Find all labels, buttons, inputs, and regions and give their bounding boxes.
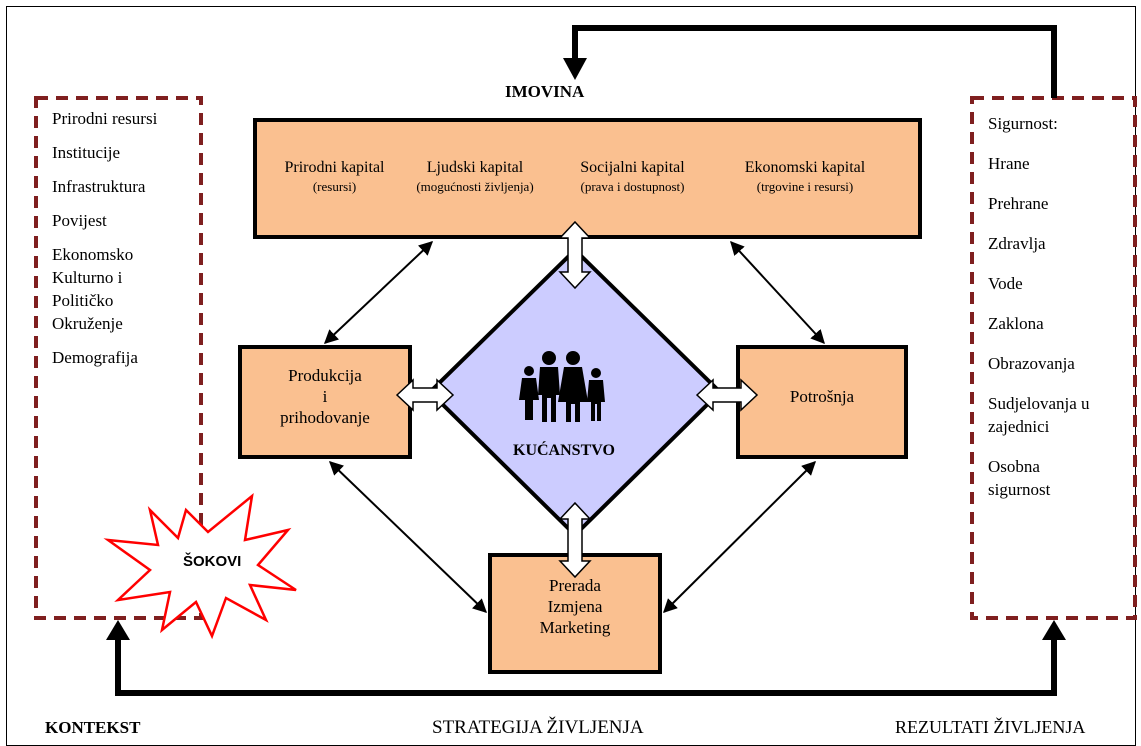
household-consumption-block-arrow <box>695 378 759 412</box>
context-up-arrowhead <box>106 620 130 640</box>
processing-label: Prerada Izmjena Marketing <box>494 575 656 638</box>
capital-name: Ljudski kapital <box>426 159 524 176</box>
consumption-processing-arrow <box>663 461 816 613</box>
results-item: Zaklona <box>988 314 1044 333</box>
household-label: KUĆANSTVO <box>513 442 615 459</box>
capital-natural: Prirodni kapital (resursi) <box>262 158 407 196</box>
capital-name: Ekonomski kapital <box>744 159 866 176</box>
consumption-label: Potrošnja <box>789 387 855 406</box>
capital-human: Ljudski kapital (mogućnosti življenja) <box>395 158 555 196</box>
context-item: Institucije <box>52 143 120 162</box>
capital-detail: (prava i dostupnost) <box>580 179 685 194</box>
results-item: Hrane <box>988 154 1030 173</box>
results-title: Sigurnost: <box>988 114 1058 133</box>
capital-detail: (trgovine i resursi) <box>756 179 854 194</box>
context-item: Ekonomsko Kulturno i Političko Okruženje <box>52 245 134 333</box>
bottom-loop-arrow <box>115 636 1057 696</box>
context-list: Prirodni resursi Institucije Infrastrukt… <box>52 107 192 380</box>
shocks-starburst <box>103 492 297 640</box>
feedback-loop-arrow <box>572 25 1057 98</box>
context-heading: KONTEKST <box>45 718 141 737</box>
capital-name: Prirodni kapital <box>284 159 385 176</box>
results-list: Sigurnost: Hrane Prehrane Zdravlja Vode … <box>988 112 1118 512</box>
production-line: Produkcija <box>288 366 362 385</box>
context-panel <box>34 96 203 620</box>
production-box <box>238 345 412 459</box>
assets-household-block-arrow <box>558 220 592 290</box>
assets-box <box>253 118 922 239</box>
production-line: prihodovanje <box>280 408 370 427</box>
capital-name: Socijalni kapital <box>580 159 685 176</box>
assets-heading: IMOVINA <box>505 82 585 101</box>
shocks-label: ŠOKOVI <box>183 553 242 570</box>
context-item: Demografija <box>52 348 138 367</box>
results-item: Prehrane <box>988 194 1049 213</box>
production-label: Produkcija i prihodovanje <box>244 365 406 428</box>
results-item: Vode <box>988 274 1023 293</box>
capital-economic: Ekonomski kapital (trgovine i resursi) <box>720 158 890 196</box>
processing-line: Izmjena <box>547 597 603 616</box>
household-production-block-arrow <box>395 378 455 412</box>
family-icon <box>519 351 605 422</box>
household-processing-block-arrow <box>558 501 592 579</box>
processing-line: Prerada <box>549 576 601 595</box>
results-item: Zdravlja <box>988 234 1046 253</box>
context-item: Prirodni resursi <box>52 109 158 128</box>
assets-consumption-arrow <box>730 240 825 345</box>
results-up-arrowhead <box>1042 620 1066 640</box>
capital-social: Socijalni kapital (prava i dostupnost) <box>555 158 710 196</box>
production-line: i <box>322 387 328 406</box>
capital-detail: (resursi) <box>312 179 357 194</box>
context-item: Povijest <box>52 211 107 230</box>
results-item: Sudjelovanja u zajednici <box>988 394 1090 436</box>
results-heading: REZULTATI ŽIVLJENJA <box>895 717 1086 737</box>
feedback-loop-arrowhead <box>563 58 587 80</box>
capital-detail: (mogućnosti življenja) <box>416 179 534 194</box>
processing-line: Marketing <box>539 618 611 637</box>
strategy-heading: STRATEGIJA ŽIVLJENJA <box>432 717 644 738</box>
results-item: Osobna sigurnost <box>988 457 1051 499</box>
context-item: Infrastruktura <box>52 177 146 196</box>
assets-production-arrow <box>323 241 434 344</box>
production-processing-arrow <box>328 461 488 613</box>
results-item: Obrazovanja <box>988 354 1075 373</box>
